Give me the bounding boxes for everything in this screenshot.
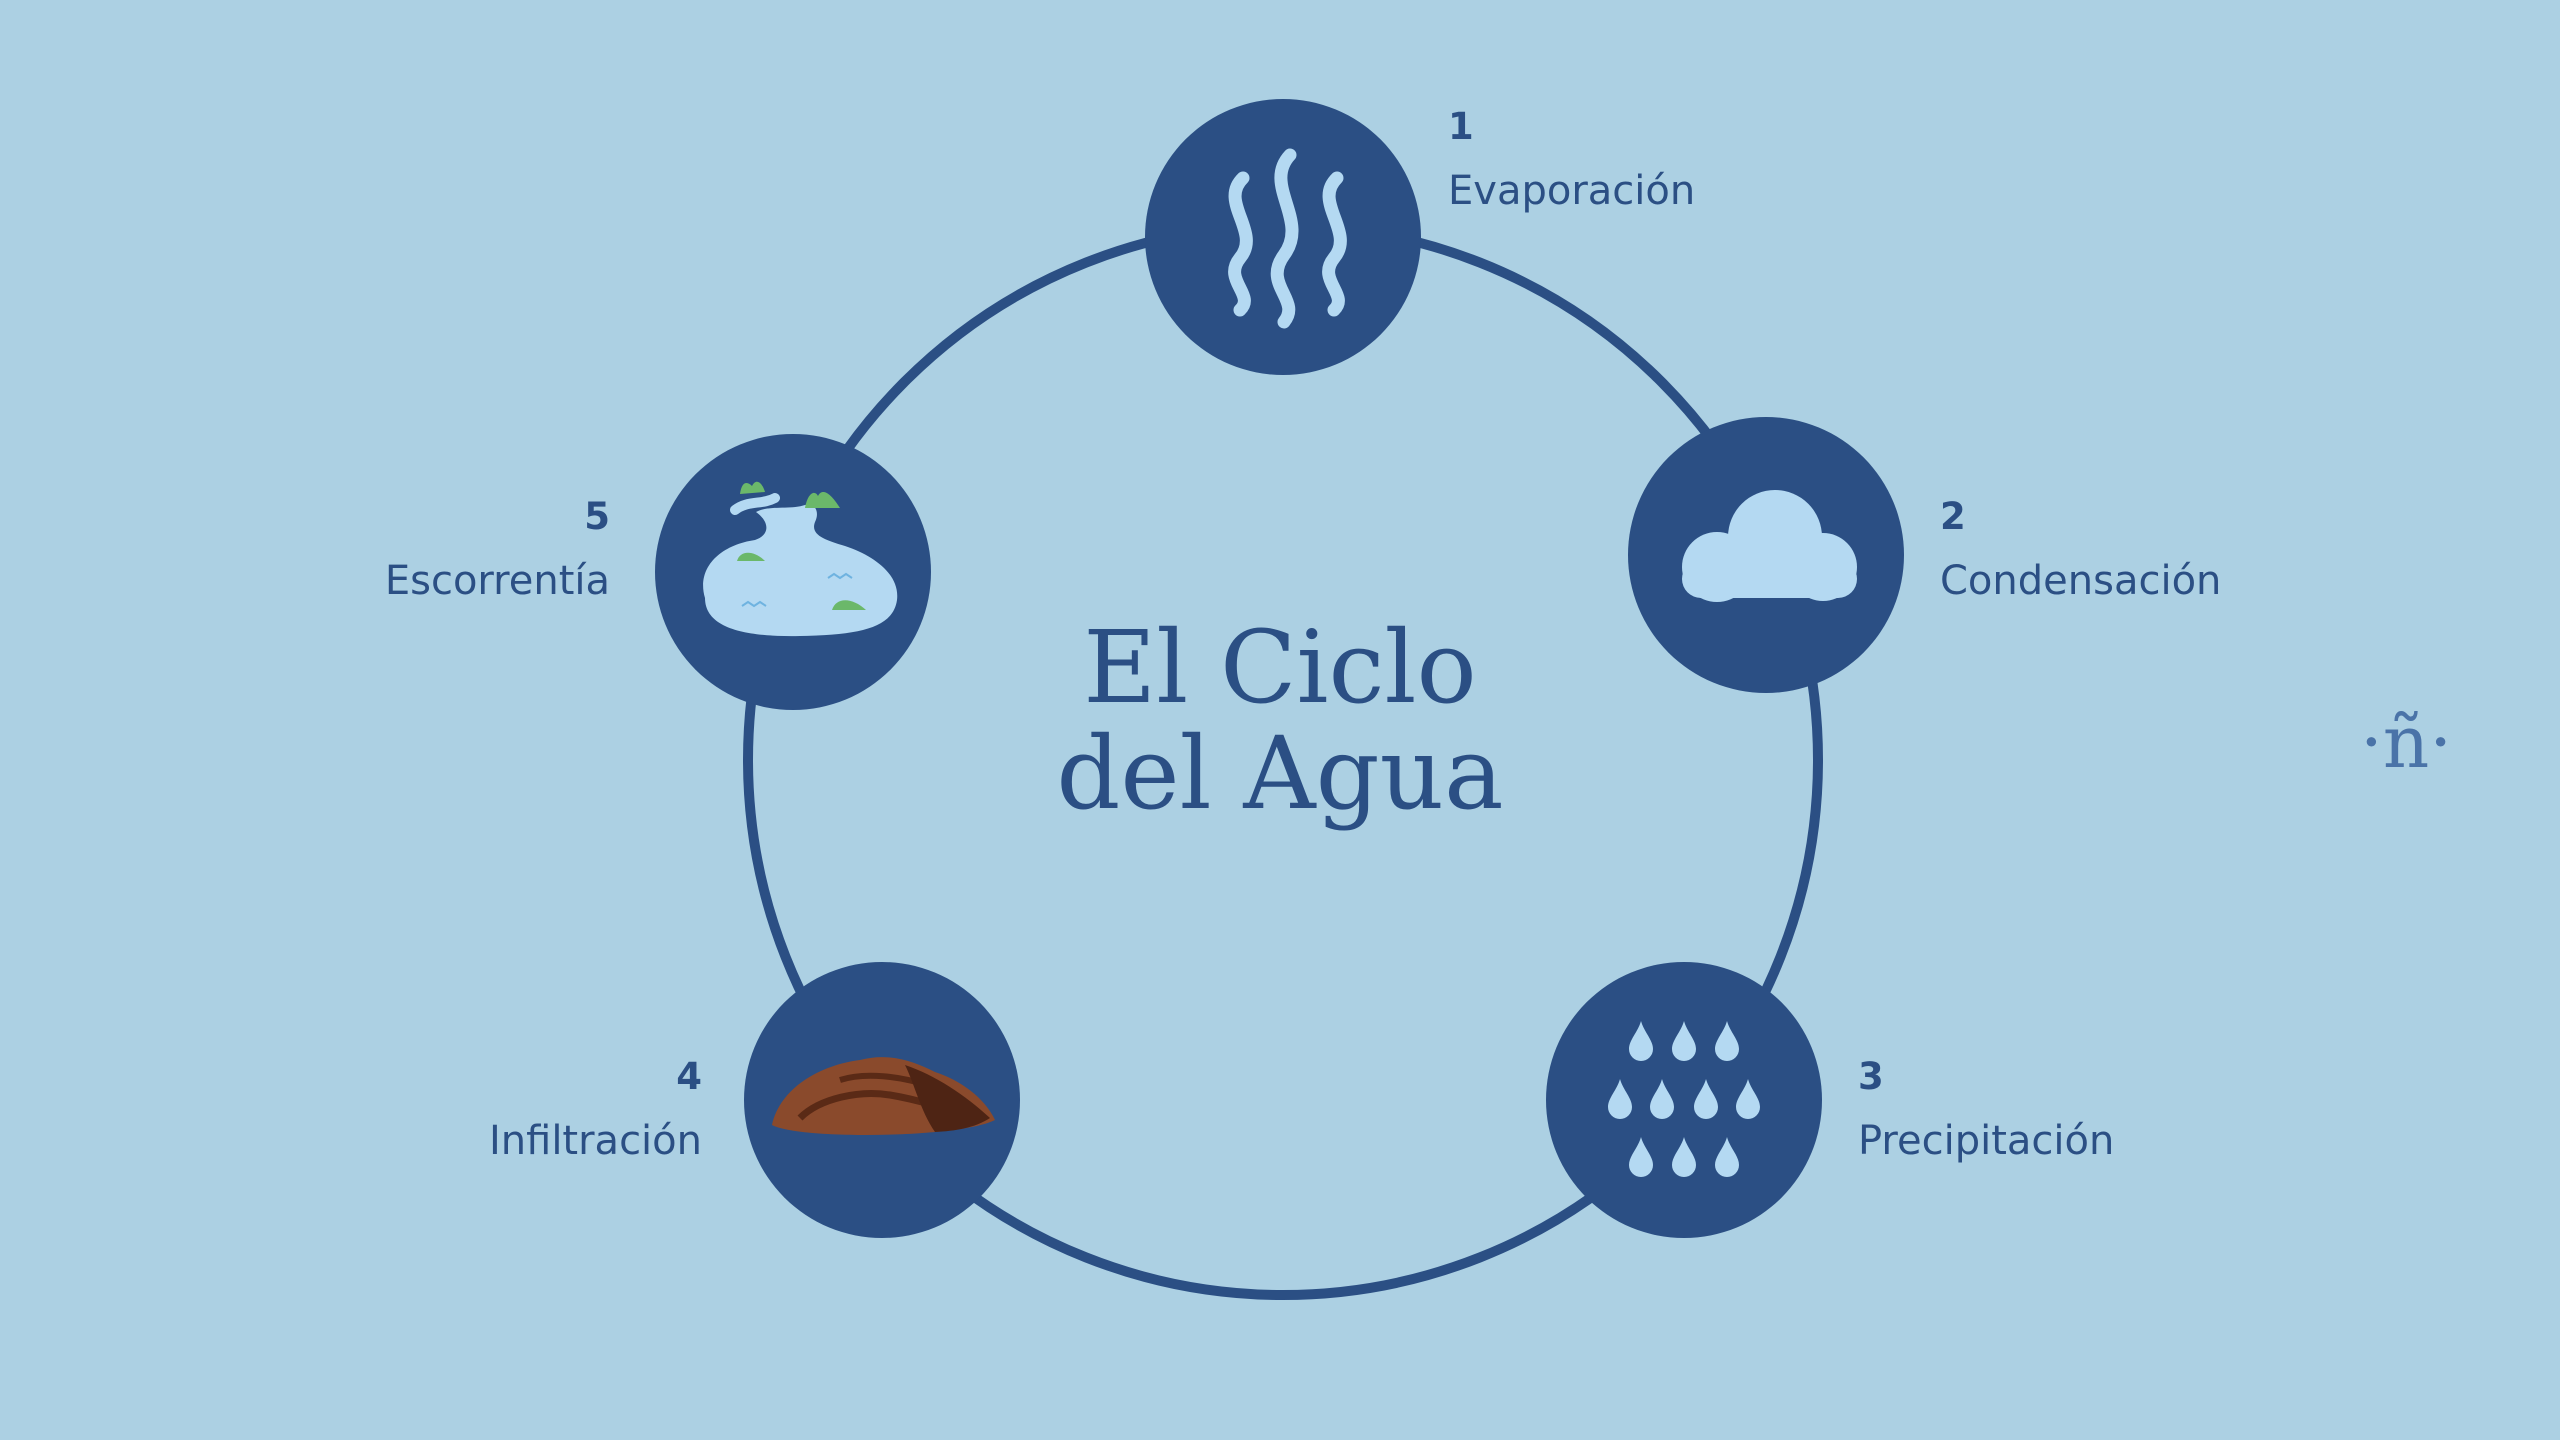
step-3-node <box>1546 962 1822 1238</box>
raindrop <box>1608 1079 1632 1119</box>
step-5-node <box>655 434 931 710</box>
soil-icon <box>772 1057 995 1136</box>
step-1-node <box>1145 99 1421 375</box>
step-number: 2 <box>1940 495 1966 538</box>
brand-logo: ·ñ· <box>2360 700 2453 784</box>
step-2-label: 2 Condensación <box>1940 498 2221 601</box>
raindrop <box>1672 1021 1696 1061</box>
step-name: Condensación <box>1940 558 2222 604</box>
raindrop <box>1629 1021 1653 1061</box>
step-number: 4 <box>676 1055 702 1098</box>
step-name: Precipitación <box>1858 1118 2115 1164</box>
raindrop <box>1629 1137 1653 1177</box>
raindrop <box>1694 1079 1718 1119</box>
diagram-title: El Ciclo del Agua <box>980 615 1580 827</box>
step-name: Escorrentía <box>384 558 610 604</box>
step-1-label: 1 Evaporación <box>1448 108 1695 211</box>
step-name: Evaporación <box>1448 168 1696 214</box>
step-number: 1 <box>1448 105 1474 148</box>
cloud-icon <box>1682 490 1857 602</box>
step-name: Infiltración <box>488 1118 702 1164</box>
steam-icon <box>1228 148 1347 329</box>
title-line-1: El Ciclo <box>1083 609 1477 726</box>
raindrop <box>1736 1079 1760 1119</box>
step-number: 5 <box>584 495 610 538</box>
raindrop <box>1650 1079 1674 1119</box>
step-number: 3 <box>1858 1055 1884 1098</box>
raindrop <box>1715 1021 1739 1061</box>
raindrop <box>1715 1137 1739 1177</box>
step-4-label: 4 Infiltración <box>489 1058 702 1161</box>
raindrops-icon <box>1608 1021 1760 1177</box>
step-2-node <box>1628 417 1904 693</box>
title-line-2: del Agua <box>1056 715 1504 832</box>
river-icon <box>703 481 898 637</box>
step-5-label: 5 Escorrentía <box>385 498 610 601</box>
step-4-node <box>744 962 1020 1238</box>
raindrop <box>1672 1137 1696 1177</box>
step-3-label: 3 Precipitación <box>1858 1058 2114 1161</box>
